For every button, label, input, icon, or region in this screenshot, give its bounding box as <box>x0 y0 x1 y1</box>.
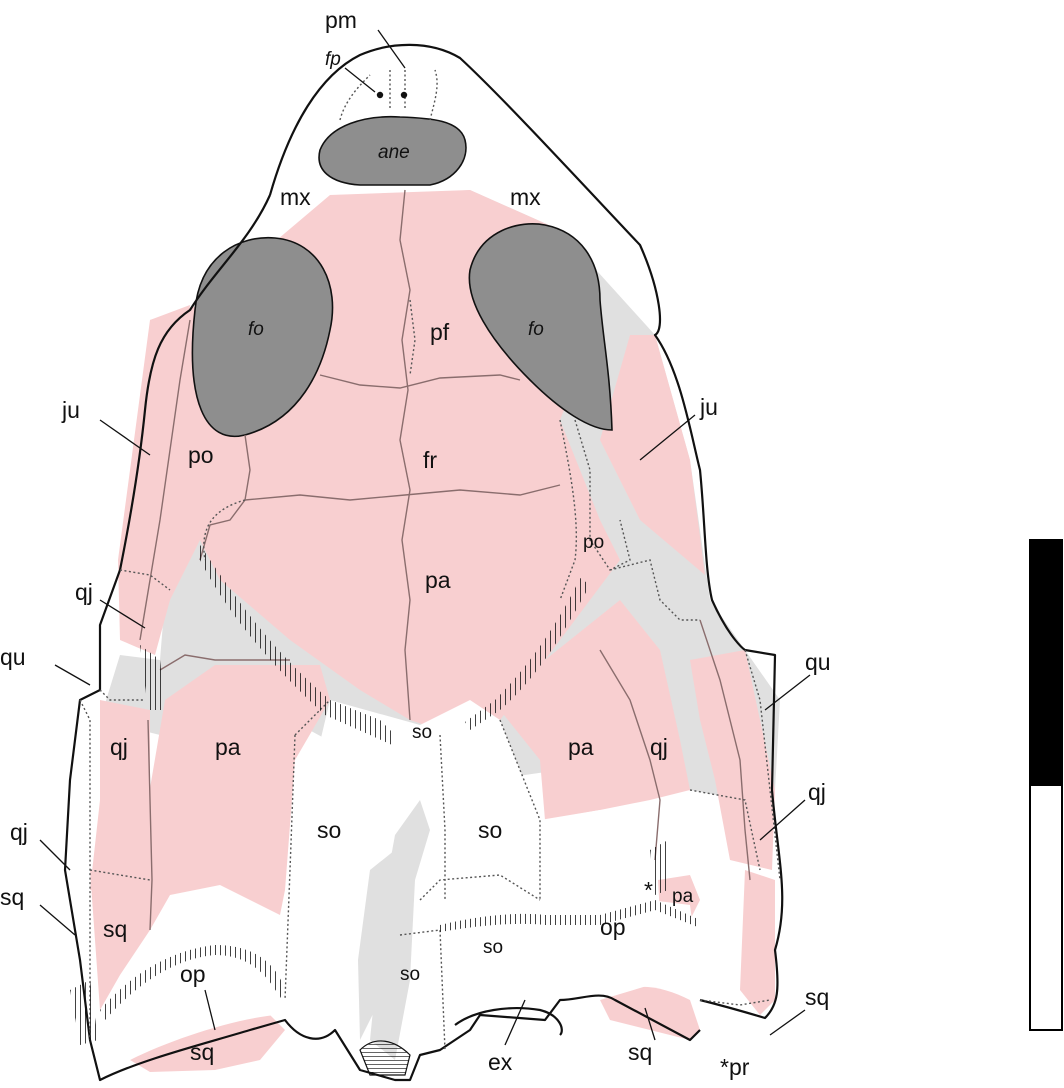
label-sq-left-bottom: sq <box>190 1039 214 1065</box>
label-sq-right-inner: sq <box>628 1039 652 1065</box>
label-sq-left-outer: sq <box>0 884 24 910</box>
label-qu-right: qu <box>805 649 831 675</box>
label-ju-left: ju <box>61 397 80 423</box>
label-pr: *pr <box>720 1054 750 1080</box>
label-pa-left: pa <box>215 734 241 760</box>
label-sq-right-outer: sq <box>805 984 829 1010</box>
label-pa-right: pa <box>568 734 594 760</box>
label-po-left: po <box>188 442 214 468</box>
label-pa-small: pa <box>672 886 694 907</box>
label-fr: fr <box>423 447 437 473</box>
label-so-right: so <box>478 817 502 843</box>
label-pm: pm <box>325 7 357 33</box>
label-qu-left: qu <box>0 644 26 670</box>
label-ane: ane <box>378 142 410 163</box>
leader-qu-left <box>55 665 90 685</box>
label-so-left: so <box>317 817 341 843</box>
label-sq-left-inner: sq <box>103 916 127 942</box>
label-op-left: op <box>180 961 206 987</box>
label-fp: fp <box>325 49 341 70</box>
label-pa-center: pa <box>425 567 451 593</box>
label-op-right: op <box>600 914 626 940</box>
label-qj-left-upper: qj <box>75 579 93 605</box>
pink-left-qj <box>90 700 150 890</box>
label-qj-left-outer: qj <box>10 819 28 845</box>
label-so-center: so <box>412 722 432 743</box>
label-po-right: po <box>583 532 604 553</box>
label-mx-right: mx <box>510 184 541 210</box>
label-so-bottom: so <box>400 964 420 985</box>
pink-right-sq <box>740 870 775 1015</box>
scale-bar-open-segment <box>1030 785 1062 1030</box>
label-qj-right-inner: qj <box>650 734 668 760</box>
fp-dot-right <box>401 92 407 98</box>
label-fo-left: fo <box>248 319 264 340</box>
leader-sq-left-outer <box>40 905 75 935</box>
label-mx-left: mx <box>280 184 311 210</box>
label-ex: ex <box>488 1049 513 1075</box>
label-ju-right: ju <box>699 394 718 420</box>
scale-bar <box>1030 540 1062 1030</box>
label-fo-right: fo <box>528 319 544 340</box>
fp-dot-left <box>377 92 383 98</box>
label-qj-left-mid: qj <box>110 734 128 760</box>
label-so-lower: so <box>483 937 503 958</box>
leader-sq-right-outer <box>770 1010 805 1035</box>
left-bottom-hatch <box>70 980 98 1045</box>
label-qj-right-outer: qj <box>808 779 826 805</box>
label-pf: pf <box>430 319 450 345</box>
label-asterisk: * <box>644 877 653 903</box>
scale-bar-filled-segment <box>1030 540 1062 785</box>
